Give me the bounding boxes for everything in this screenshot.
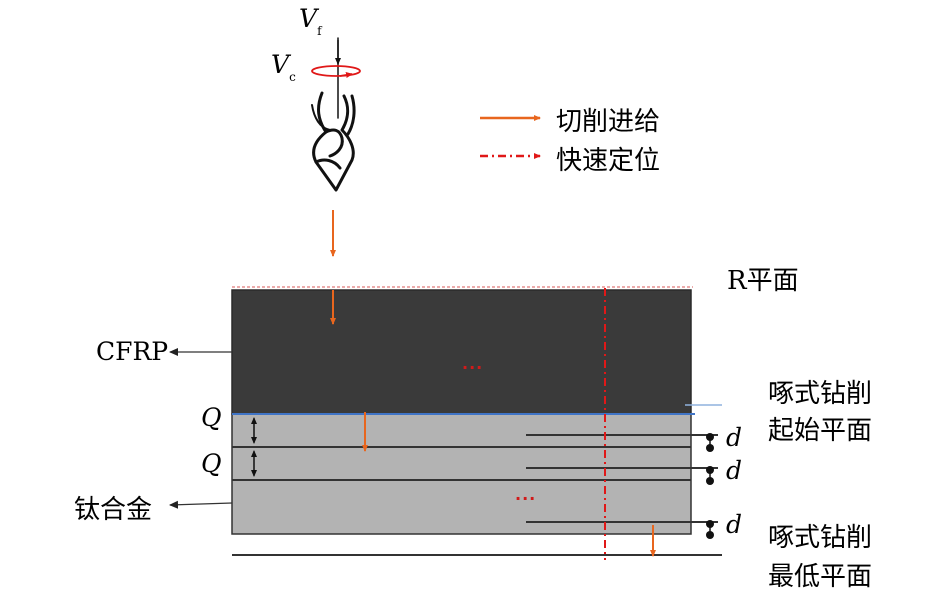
q-label-top: Q — [201, 403, 222, 432]
ellipsis-titanium: ··· — [515, 489, 537, 508]
q-label-bottom: Q — [201, 449, 222, 478]
rotation-arrow — [339, 72, 353, 78]
vf-label: Vf — [299, 4, 322, 38]
cfrp-layer — [231, 289, 692, 415]
ellipsis-cfrp: ··· — [462, 358, 484, 377]
peck-bottom-label-2: 最低平面 — [768, 562, 873, 592]
legend-rapid-label: 快速定位 — [556, 146, 661, 176]
rotation-indicator — [311, 65, 361, 77]
vc-label: Vc — [271, 50, 296, 84]
r-plane-label: R平面 — [727, 266, 799, 296]
peck-bottom-label-1: 啄式钻削 — [768, 523, 873, 553]
titanium-leader — [169, 500, 233, 509]
d-label-2: d — [726, 456, 743, 485]
legend-cutting-label: 切削进给 — [556, 107, 661, 137]
d-label-3: d — [726, 510, 743, 539]
drill-bit-icon — [311, 37, 356, 192]
d-marker-2 — [706, 466, 714, 485]
peck-start-label-2: 起始平面 — [768, 416, 873, 446]
titanium-layer — [231, 413, 692, 535]
d-label-1: d — [726, 423, 743, 452]
d-marker-3 — [706, 520, 714, 539]
titanium-label: 钛合金 — [74, 495, 153, 525]
cfrp-label: CFRP — [96, 337, 169, 366]
peck-start-label-1: 啄式钻削 — [768, 379, 873, 409]
d-marker-1 — [706, 433, 714, 452]
